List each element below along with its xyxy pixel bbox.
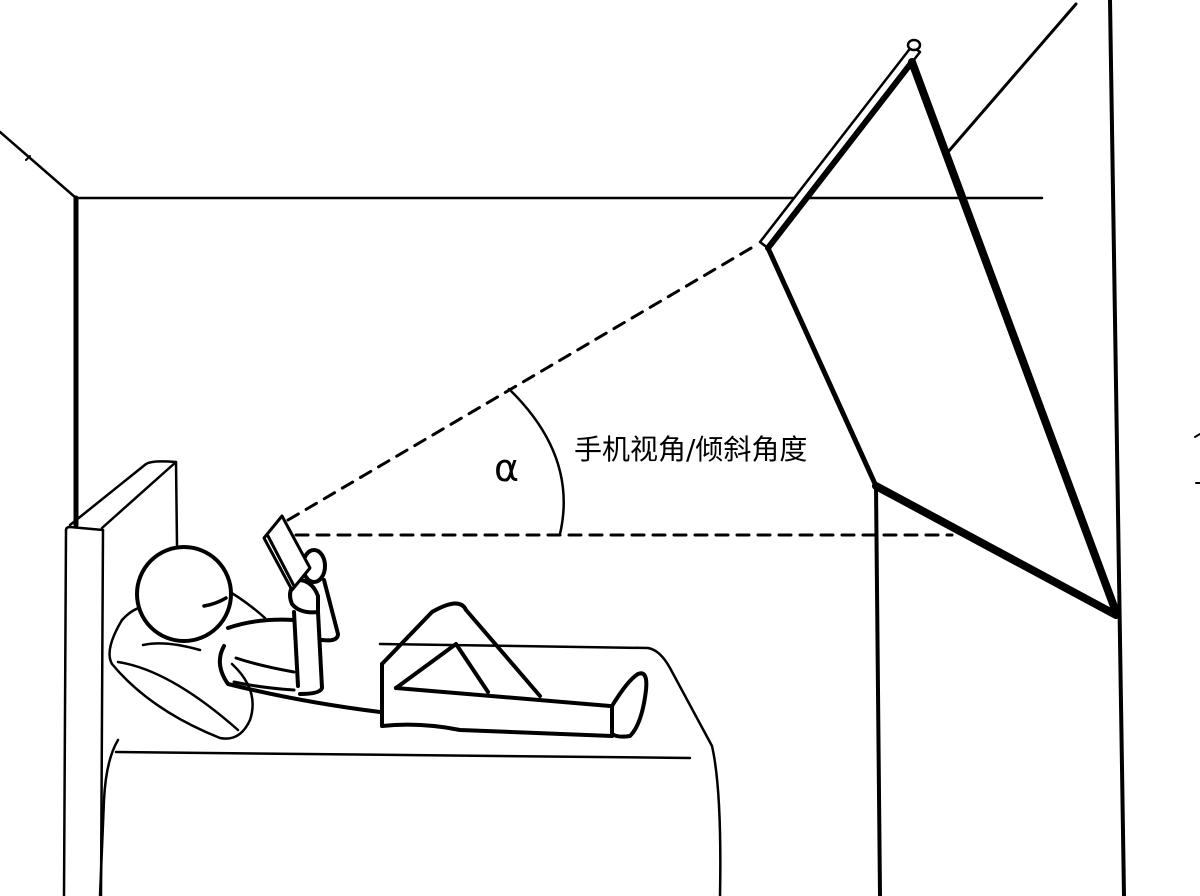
pillow xyxy=(108,584,267,740)
edge-marks xyxy=(25,155,1200,484)
sightlines xyxy=(286,242,954,537)
room-walls xyxy=(0,0,1126,896)
angle-alpha-label: α xyxy=(494,446,520,490)
phone xyxy=(262,514,312,592)
person xyxy=(135,545,649,739)
projector-screen xyxy=(758,38,1120,619)
angle-caption-label: 手机视角/倾斜角度 xyxy=(574,433,808,466)
bed xyxy=(62,460,722,896)
